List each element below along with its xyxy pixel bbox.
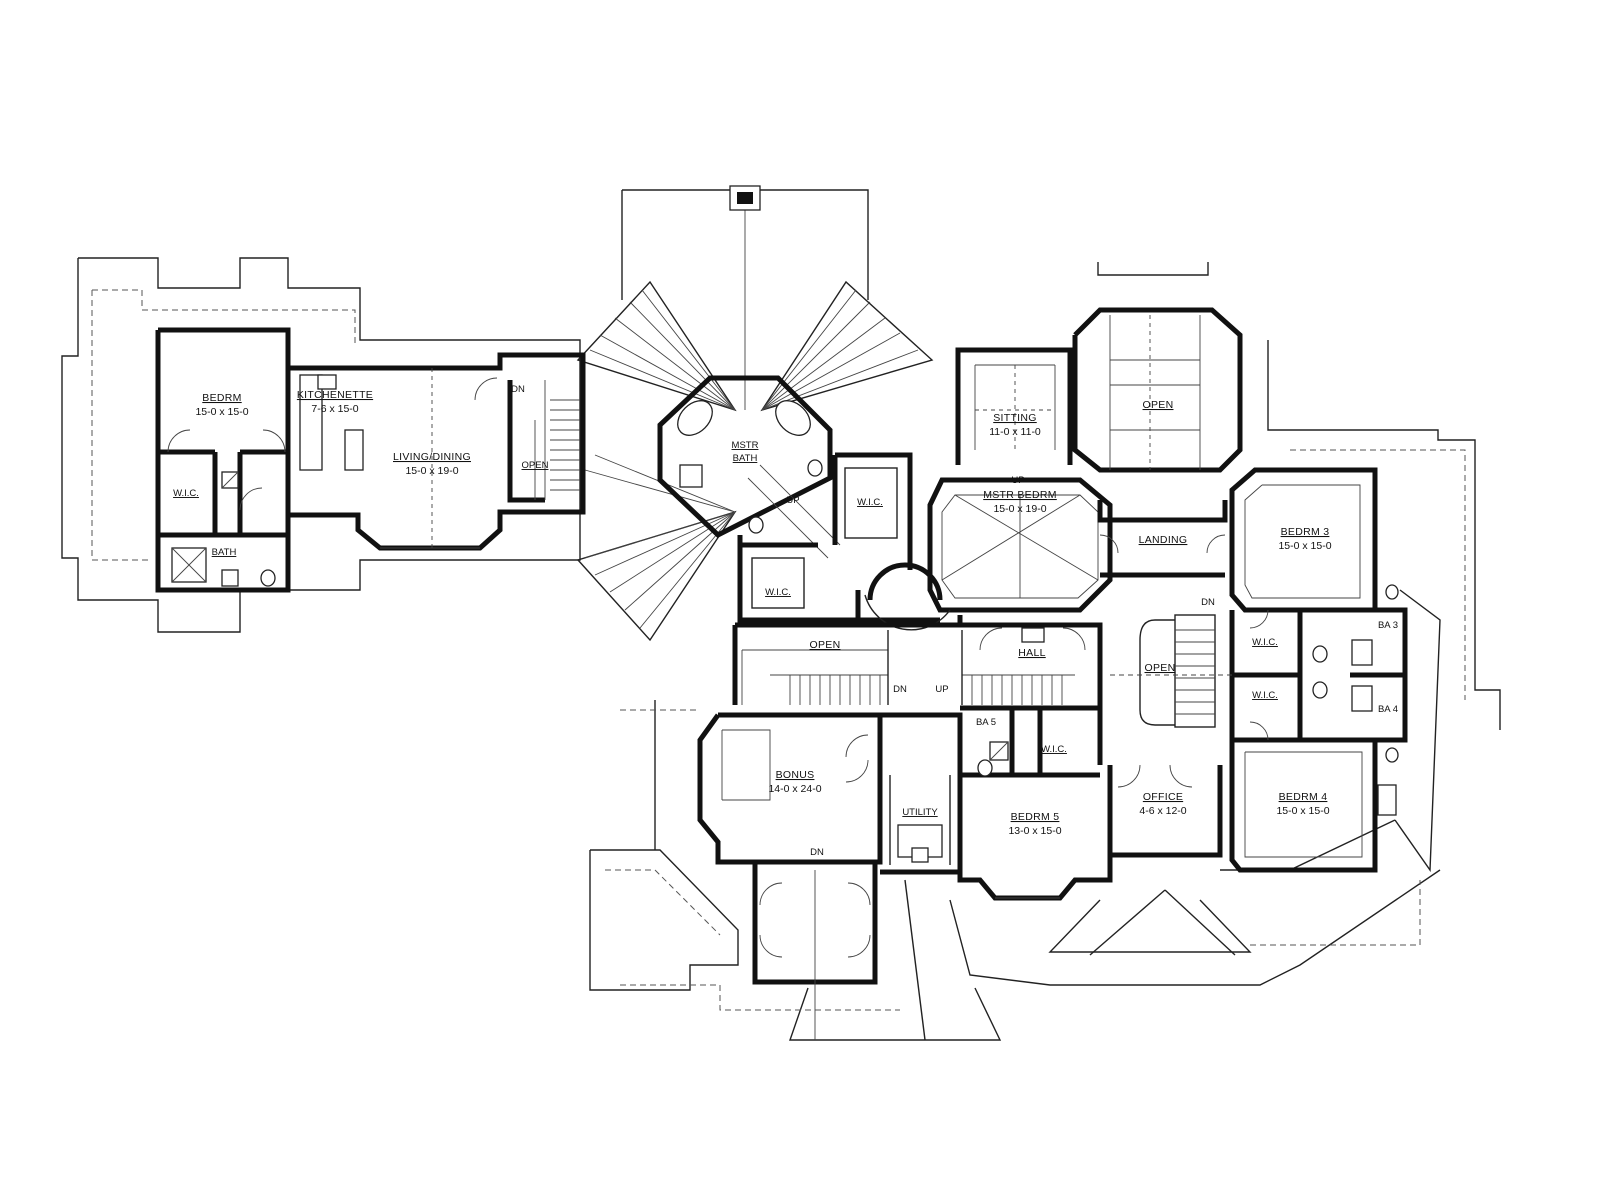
room-label-utility: UTILITY [902,807,938,818]
room-dims-bedrm-guest: 15-0 x 15-0 [195,406,248,418]
room-label-mstr-bath: MSTR [732,440,759,451]
room-dims-office: 4-6 x 12-0 [1139,805,1186,817]
room-label-wic-b4: W.I.C. [1252,690,1278,701]
room-dims-bedrm4: 15-0 x 15-0 [1276,805,1329,817]
stair-dn-center: DN [893,684,907,695]
room-label-ba4: BA 4 [1378,704,1398,715]
room-label-bedrm4: BEDRM 4 [1279,791,1328,803]
stair-up-center: UP [935,684,948,695]
room-label-ba5: BA 5 [976,717,996,728]
room-label-living-dining: LIVING/DINING [393,451,471,463]
roof-outline [61,185,1501,1041]
stair-up-master: UP [786,495,799,506]
room-label-office: OFFICE [1143,791,1183,803]
room-label-landing: LANDING [1139,534,1188,546]
room-labels: BEDRM 15-0 x 15-0 KITCHENETTE 7-6 x 15-0… [173,389,1398,837]
room-label-mstr-bath-2: BATH [733,453,758,464]
room-dims-kitchenette: 7-6 x 15-0 [311,403,358,415]
stair-marks: DN UP UP DN DN UP DN [511,384,1215,858]
master-suite [737,347,1113,631]
room-label-hall: HALL [1018,647,1045,659]
room-dims-bonus: 14-0 x 24-0 [768,783,821,795]
room-label-mstr-bedrm: MSTR BEDRM [983,489,1057,501]
stair-dn-bonus: DN [810,847,824,858]
room-label-bedrm3: BEDRM 3 [1281,526,1330,538]
room-label-bonus: BONUS [776,769,815,781]
room-dims-living-dining: 15-0 x 19-0 [405,465,458,477]
fan-trellis [576,280,934,642]
room-label-kitchenette: KITCHENETTE [297,389,373,401]
room-label-sitting: SITTING [993,412,1037,424]
room-label-ba3: BA 3 [1378,620,1398,631]
room-label-open-top: OPEN [1143,399,1174,411]
room-dims-sitting: 11-0 x 11-0 [989,426,1041,438]
room-label-wic-b5: W.I.C. [1041,744,1067,755]
lower-rooms [697,705,1223,1041]
stair-dn-right: DN [1201,597,1215,608]
room-label-bedrm-guest: BEDRM [202,392,241,404]
master-bath [657,375,841,559]
room-label-open-guest: OPEN [522,460,549,471]
room-dims-mstr-bedrm: 15-0 x 19-0 [993,503,1046,515]
guest-wing [155,327,586,593]
room-label-bath-guest: BATH [212,547,237,558]
stair-up-sitting: UP [1011,475,1024,486]
room-label-open-right: OPEN [1145,662,1176,674]
room-label-wic-guest: W.I.C. [173,488,199,499]
open-top-area [1072,307,1243,578]
room-dims-bedrm5: 13-0 x 15-0 [1008,825,1061,837]
room-label-wic-master-1: W.I.C. [857,497,883,508]
stair-dn-guest: DN [511,384,525,395]
room-label-bedrm5: BEDRM 5 [1011,811,1060,823]
center-hall [732,614,1232,728]
room-dims-bedrm3: 15-0 x 15-0 [1278,540,1331,552]
right-wing [1229,467,1408,873]
room-label-open-mid: OPEN [810,639,841,651]
room-label-wic-master-2: W.I.C. [765,587,791,598]
room-label-wic-b3: W.I.C. [1252,637,1278,648]
